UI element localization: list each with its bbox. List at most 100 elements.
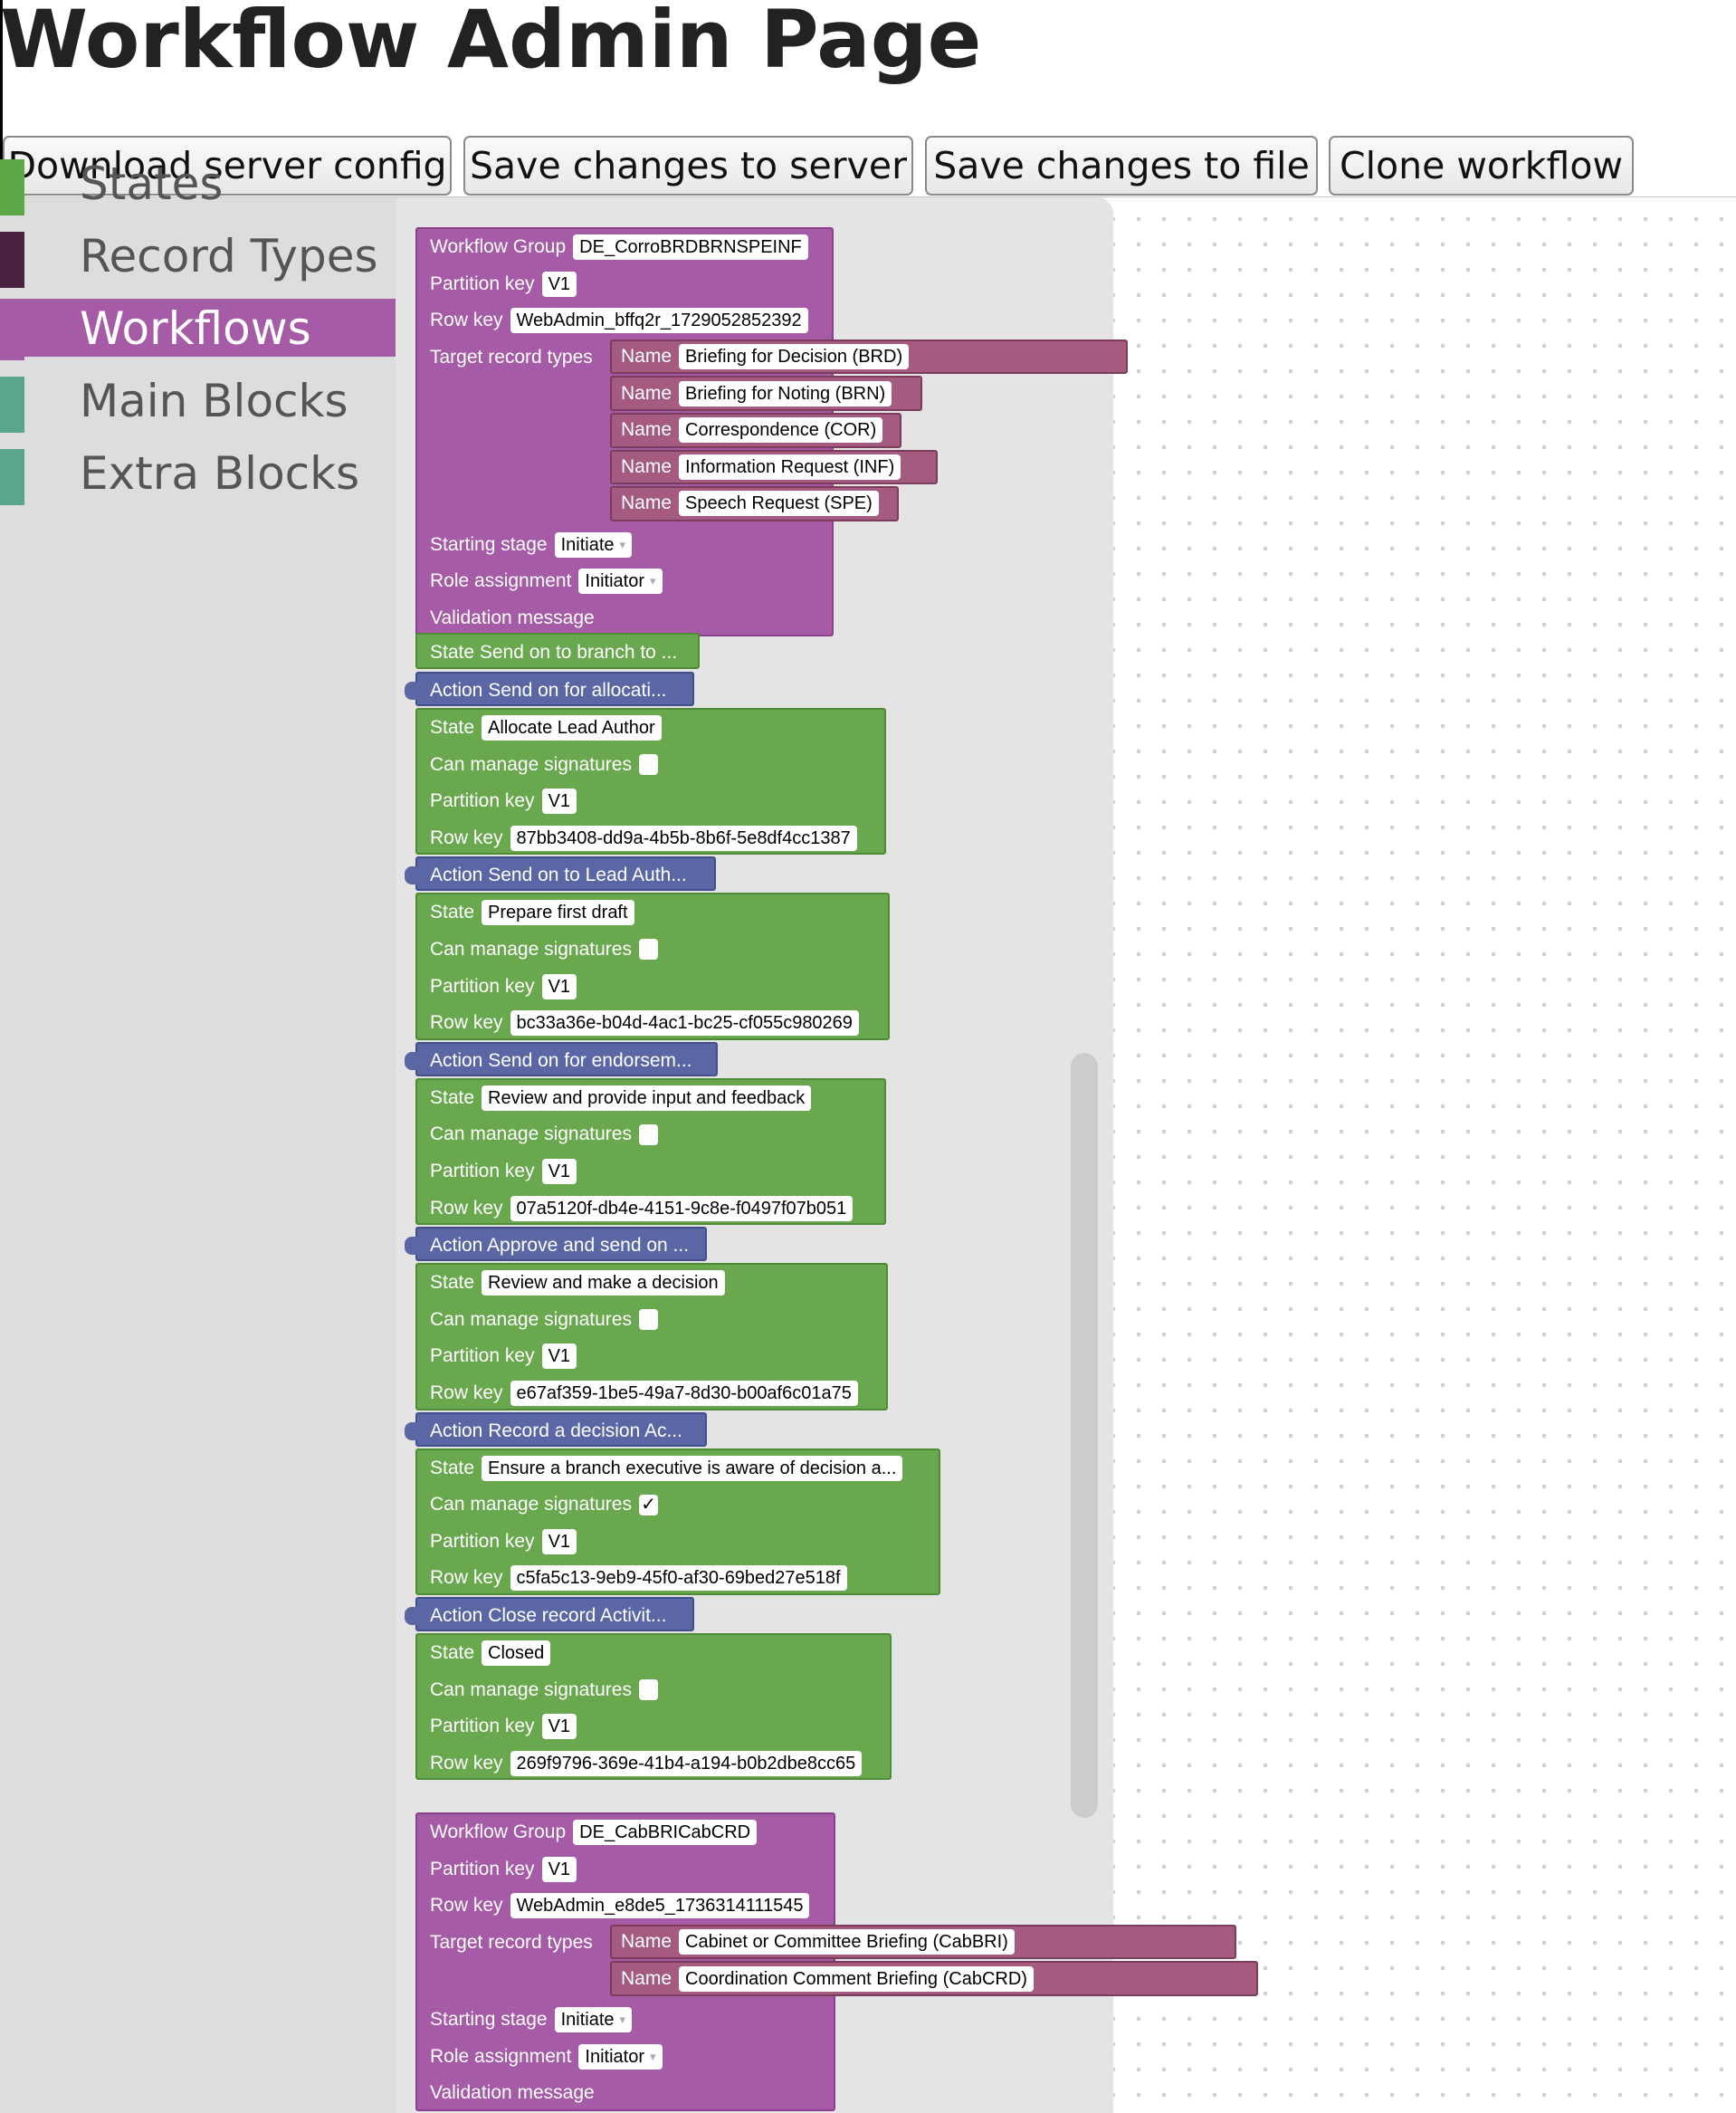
row-key-field[interactable]: e67af359-1be5-49a7-8d30-b00af6c01a75 bbox=[510, 1380, 858, 1406]
record-type-block[interactable]: Name Briefing for Noting (BRN) bbox=[610, 376, 922, 411]
can-manage-signatures-label: Can manage signatures bbox=[430, 1494, 632, 1515]
record-type-name-field[interactable]: Information Request (INF) bbox=[679, 454, 901, 480]
role-assignment-dropdown[interactable]: Initiator▾ bbox=[578, 2043, 663, 2070]
partition-key-field[interactable]: V1 bbox=[541, 973, 577, 999]
starting-stage-dropdown[interactable]: Initiate▾ bbox=[554, 2007, 633, 2032]
block-row: Name Correspondence (COR) bbox=[621, 415, 883, 446]
toolbox-category-record-types[interactable]: Record Types bbox=[0, 226, 396, 288]
signatures-checkbox[interactable] bbox=[638, 1679, 658, 1701]
state-name-field[interactable]: Closed bbox=[482, 1640, 551, 1666]
row-key-field[interactable]: WebAdmin_e8de5_1736314111545 bbox=[510, 1893, 810, 1919]
record-type-name-field[interactable]: Briefing for Noting (BRN) bbox=[679, 380, 892, 406]
action-block[interactable]: Action Send on for endorsem... bbox=[405, 1041, 718, 1076]
signatures-checkbox[interactable] bbox=[638, 754, 658, 776]
row-key-field[interactable]: bc33a36e-b04d-4ac1-bc25-cf055c980269 bbox=[510, 1010, 859, 1037]
action-block[interactable]: Action Close record Activit... bbox=[405, 1597, 694, 1631]
record-type-name-field[interactable]: Cabinet or Committee Briefing (CabBRI) bbox=[679, 1929, 1015, 1955]
record-type-name-field[interactable]: Coordination Comment Briefing (CabCRD) bbox=[679, 1965, 1034, 1992]
workflow-group-label: Workflow Group bbox=[430, 1821, 567, 1842]
partition-key-field[interactable]: V1 bbox=[541, 271, 577, 297]
clone-workflow-button[interactable]: Clone workflow bbox=[1329, 136, 1634, 196]
starting-stage-dropdown[interactable]: Initiate▾ bbox=[554, 531, 633, 558]
toolbox-category-workflows[interactable]: Workflows bbox=[0, 299, 396, 360]
signatures-checkbox[interactable] bbox=[638, 939, 658, 961]
partition-key-field[interactable]: V1 bbox=[541, 1158, 577, 1184]
record-type-name-label: Name bbox=[621, 455, 672, 477]
toolbox-category-extra-blocks[interactable]: Extra Blocks bbox=[0, 444, 396, 505]
can-manage-signatures-label: Can manage signatures bbox=[430, 1123, 632, 1145]
block-row: Can manage signatures bbox=[430, 1672, 658, 1708]
state-name-field[interactable]: Prepare first draft bbox=[482, 900, 634, 926]
record-type-block[interactable]: Name Correspondence (COR) bbox=[610, 413, 901, 448]
row-key-label: Row key bbox=[430, 1197, 503, 1219]
state-name-field[interactable]: Ensure a branch executive is aware of de… bbox=[482, 1455, 903, 1481]
download-server-config-button[interactable]: Download server config bbox=[3, 136, 452, 196]
record-type-name-field[interactable]: Briefing for Decision (BRD) bbox=[679, 344, 910, 370]
save-changes-to-file-button[interactable]: Save changes to file bbox=[925, 136, 1318, 196]
signatures-checkbox[interactable] bbox=[638, 1123, 658, 1145]
row-key-field[interactable]: c5fa5c13-9eb9-45f0-af30-69bed27e518f bbox=[510, 1565, 847, 1592]
action-label: Action Send on for allocati... bbox=[430, 680, 667, 701]
row-key-field[interactable]: WebAdmin_bffq2r_1729052852392 bbox=[510, 308, 808, 334]
partition-key-field[interactable]: V1 bbox=[541, 789, 577, 815]
partition-key-field[interactable]: V1 bbox=[541, 1528, 577, 1554]
blockly-workspace[interactable] bbox=[1113, 197, 1736, 2113]
state-name-field[interactable]: Review and provide input and feedback bbox=[482, 1085, 812, 1111]
block-row: Validation message bbox=[430, 600, 602, 636]
signatures-checkbox[interactable] bbox=[638, 1309, 658, 1331]
save-changes-to-server-button[interactable]: Save changes to server bbox=[463, 136, 913, 196]
block-row: Action Send on to Lead Auth... bbox=[430, 857, 694, 894]
role-assignment-label: Role assignment bbox=[430, 2045, 572, 2067]
can-manage-signatures-label: Can manage signatures bbox=[430, 938, 632, 960]
starting-stage-label: Starting stage bbox=[430, 2009, 548, 2030]
row-key-field[interactable]: 269f9796-369e-41b4-a194-b0b2dbe8cc65 bbox=[510, 1750, 863, 1776]
action-block[interactable]: Action Approve and send on ... bbox=[405, 1227, 707, 1262]
signatures-checkbox[interactable]: ✓ bbox=[638, 1494, 658, 1515]
row-key-field[interactable]: 87bb3408-dd9a-4b5b-8b6f-5e8df4cc1387 bbox=[510, 825, 857, 851]
flyout-scrollbar[interactable] bbox=[1071, 1053, 1098, 1818]
record-type-name-label: Name bbox=[621, 419, 672, 441]
workflow-group-field[interactable]: DE_CorroBRDBRNSPEINF bbox=[573, 234, 808, 260]
starting-stage-dropdown-value: Initiate bbox=[560, 534, 615, 555]
role-assignment-dropdown[interactable]: Initiator▾ bbox=[578, 569, 663, 595]
toolbox-category-states[interactable]: States bbox=[0, 154, 396, 215]
block-row: Row key 07a5120f-db4e-4151-9c8e-f0497f07b… bbox=[430, 1190, 854, 1227]
partition-key-field[interactable]: V1 bbox=[541, 1856, 577, 1882]
workflow-group-field[interactable]: DE_CabBRICabCRD bbox=[573, 1820, 758, 1845]
record-type-name-field[interactable]: Speech Request (SPE) bbox=[679, 491, 879, 517]
action-block[interactable]: Action Record a decision Ac... bbox=[405, 1411, 707, 1447]
state-name-field[interactable]: Allocate Lead Author bbox=[482, 715, 662, 741]
state-name-field[interactable]: Review and make a decision bbox=[482, 1270, 725, 1296]
state-send-block[interactable]: State Send on to branch to ... bbox=[415, 633, 700, 669]
row-key-field[interactable]: 07a5120f-db4e-4151-9c8e-f0497f07b051 bbox=[510, 1195, 854, 1221]
record-type-name-label: Name bbox=[621, 382, 672, 404]
chevron-down-icon: ▾ bbox=[619, 2013, 626, 2026]
action-block[interactable]: Action Send on for allocati... bbox=[405, 672, 694, 706]
action-block[interactable]: Action Send on to Lead Auth... bbox=[405, 856, 716, 894]
partition-key-field[interactable]: V1 bbox=[541, 1714, 577, 1740]
block-row: Role assignment Initiator▾ bbox=[430, 2039, 663, 2075]
partition-key-field[interactable]: V1 bbox=[541, 1343, 577, 1370]
block-row: Can manage signatures bbox=[430, 932, 658, 968]
toolbox-category-main-blocks[interactable]: Main Blocks bbox=[0, 371, 396, 433]
record-type-name-field[interactable]: Correspondence (COR) bbox=[679, 417, 883, 444]
block-row: Name Information Request (INF) bbox=[621, 452, 901, 483]
block-row: Target record types bbox=[430, 339, 600, 376]
record-type-block[interactable]: Name Information Request (INF) bbox=[610, 449, 938, 485]
